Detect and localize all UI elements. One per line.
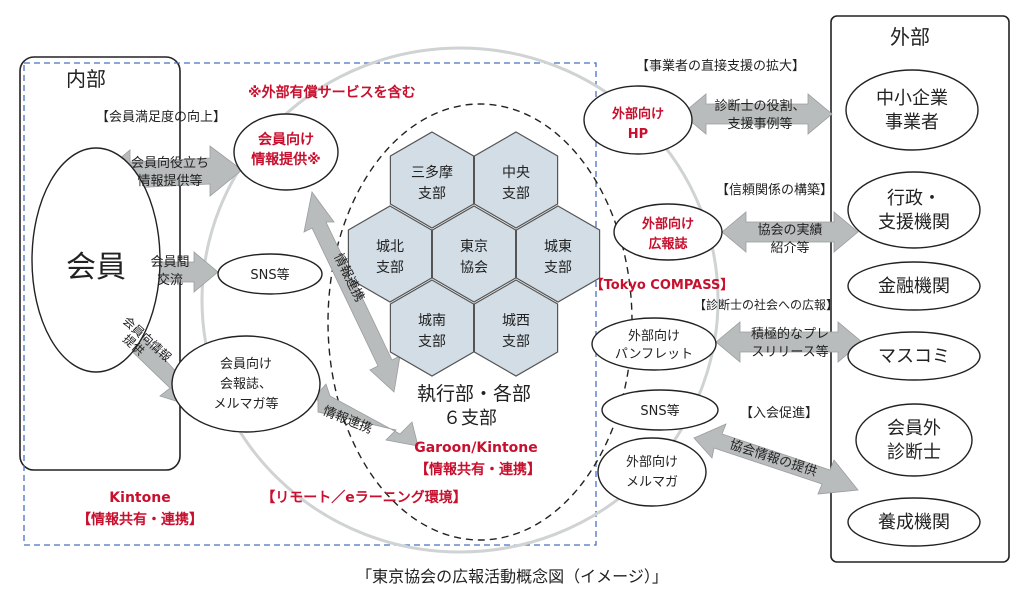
pr-mag-l1: 外部向け	[641, 216, 694, 232]
training-ellipse	[847, 497, 981, 547]
nonmember-l2: 診断士	[887, 442, 941, 463]
garoon-l2: 【情報共有・連携】	[415, 461, 541, 478]
join-label: 【入会促進】	[740, 406, 818, 421]
sns-external-label: SNS等	[640, 403, 679, 419]
nonmember-ellipse	[855, 403, 973, 477]
big-gray-ellipse	[200, 46, 720, 554]
gov-l2: 支援機関	[878, 212, 950, 233]
hex-santama	[389, 131, 475, 229]
caption: 「東京協会の広報活動概念図（イメージ）」	[356, 567, 668, 586]
hex-jonan	[389, 279, 475, 377]
sme-ellipse	[845, 69, 979, 151]
bulletin-l1: 会員向け	[220, 356, 272, 372]
hex-santama-label: 三多摩	[411, 164, 453, 181]
social-pr-label: 【診断士の社会への広報】	[694, 297, 838, 312]
internal-title: 内部	[66, 67, 106, 91]
kintone-l1: Kintone	[109, 490, 170, 506]
hex-joto	[515, 205, 601, 303]
satisfaction-label: 【会員満足度の向上】	[96, 109, 226, 125]
trust-label: 【信頼関係の構築】	[716, 183, 833, 198]
hp-ellipse	[583, 85, 693, 155]
hex-joto-label: 城東	[544, 239, 572, 255]
hex-josai-label: 城西	[502, 313, 530, 329]
pamphlet-l2: パンフレット	[615, 347, 693, 362]
training-label: 養成機関	[878, 512, 950, 533]
member-info-ellipse	[233, 113, 339, 191]
info-link-arrow-upper	[303, 191, 401, 393]
hex-johoku	[347, 205, 433, 303]
assoc-info-label: 協会情報の提供	[727, 437, 819, 480]
pr-mag-arrow	[721, 211, 859, 253]
gov-ellipse	[847, 171, 981, 249]
pr-magazine-ellipse	[613, 203, 723, 261]
direct-support-label: 【事業者の直接支援の拡大】	[636, 58, 805, 74]
assoc-info-arrow	[693, 423, 859, 495]
between-l2: 交流	[157, 272, 183, 288]
results-l1: 協会の実績	[757, 222, 822, 238]
hex-tokyo-sublabel: 協会	[460, 260, 488, 276]
hp-l2: HP	[628, 127, 648, 142]
hex-santama-sublabel: 支部	[418, 186, 446, 202]
hex-josai	[473, 279, 559, 377]
sme-l1: 中小企業	[876, 88, 948, 109]
hex-chuo-sublabel: 支部	[502, 186, 530, 202]
useful-info-l2: 情報提供等	[137, 173, 202, 189]
external-title: 外部	[890, 25, 930, 49]
member-info-l2: 情報提供※	[251, 151, 321, 168]
press-l2: スリリース等	[751, 344, 828, 360]
hex-jonan-sublabel: 支部	[418, 334, 446, 350]
hex-tokyo-label: 東京	[460, 239, 488, 255]
bulletin-ellipse	[171, 335, 321, 433]
hex-chuo	[473, 131, 559, 229]
nonmember-l1: 会員外	[887, 418, 941, 439]
media-label: マスコミ	[878, 346, 950, 367]
hex-joto-sublabel: 支部	[544, 260, 572, 276]
hex-josai-sublabel: 支部	[502, 334, 530, 350]
compass-label: 【Tokyo COMPASS】	[591, 277, 734, 293]
role-l1: 診断士の役割、	[714, 98, 805, 114]
bulletin-l2: 会報誌、	[220, 376, 272, 392]
sns-internal-ellipse	[217, 253, 323, 295]
hp-l1: 外部向け	[611, 106, 664, 122]
hex-johoku-label: 城北	[376, 239, 404, 255]
sns-internal-label: SNS等	[250, 267, 289, 283]
role-l2: 支援事例等	[727, 116, 792, 132]
press-l1: 積極的なプレ	[751, 326, 829, 342]
ext-mail-l2: メルマガ	[626, 475, 678, 490]
pamphlet-l1: 外部向け	[628, 328, 680, 344]
sns-external-ellipse	[601, 389, 719, 431]
useful-info-l1: 会員向役立ち	[131, 155, 209, 171]
garoon-l1: Garoon/Kintone	[414, 440, 538, 456]
hp-arrow	[681, 93, 833, 135]
member-info-l1: 会員向け	[258, 131, 314, 148]
bulletin-l3: メルマガ等	[213, 396, 278, 412]
external-paid-note: ※外部有償サービスを含む	[248, 84, 416, 101]
results-l2: 紹介等	[770, 240, 809, 256]
sme-l2: 事業者	[885, 112, 939, 133]
pr-mag-l2: 広報誌	[648, 236, 687, 252]
exec-l2: ６支部	[443, 408, 497, 429]
hex-chuo-label: 中央	[502, 165, 530, 181]
external-box	[830, 15, 1010, 563]
hex-tokyo	[431, 205, 517, 303]
pamphlet-ellipse	[591, 317, 717, 371]
finance-ellipse	[847, 261, 981, 311]
hex-jonan-label: 城南	[418, 313, 446, 329]
exec-l1: 執行部・各部	[417, 383, 531, 405]
ext-mail-ellipse	[597, 437, 707, 507]
finance-label: 金融機関	[878, 276, 950, 297]
media-ellipse	[847, 331, 981, 381]
hex-johoku-sublabel: 支部	[376, 260, 404, 276]
ext-mail-l1: 外部向け	[626, 454, 678, 470]
between-l1: 会員間	[150, 255, 189, 270]
kintone-dashed-box	[23, 62, 597, 546]
gov-l1: 行政・	[887, 188, 941, 209]
member-ellipse	[31, 147, 161, 373]
member-label: 会員	[66, 250, 126, 285]
kintone-l2: 【情報共有・連携】	[77, 511, 203, 528]
remote-label: 【リモート／eラーニング環境】	[261, 489, 467, 506]
